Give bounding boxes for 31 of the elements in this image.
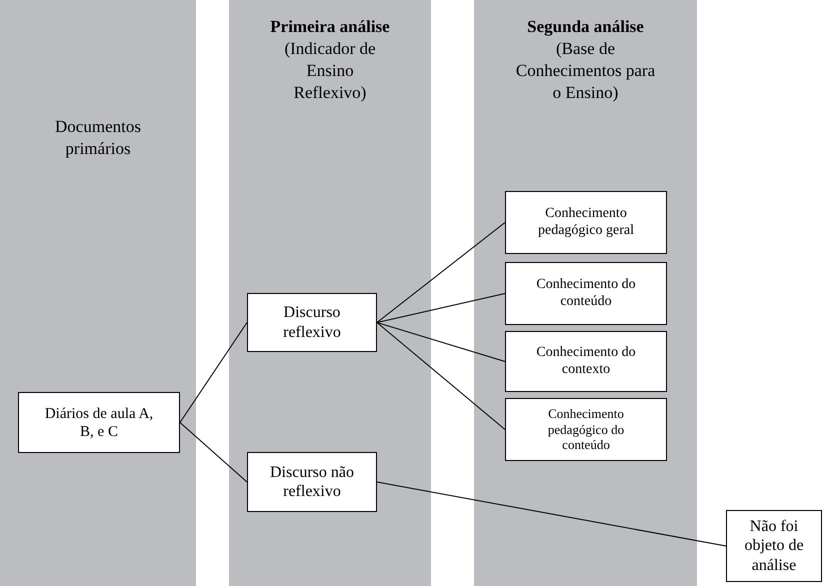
text-box — [505, 331, 667, 392]
text-box — [505, 262, 667, 325]
box-label: Não foi objeto de análise — [743, 517, 805, 575]
column-subheading: (Indicador de Ensino Reflexivo) — [283, 38, 377, 104]
column-band — [474, 0, 697, 586]
text-box — [726, 510, 822, 582]
text-box — [247, 452, 377, 512]
column-band — [0, 0, 196, 586]
column-band — [229, 0, 431, 586]
column-heading: Documentos primários — [54, 116, 142, 160]
box-label: Conhecimento do contexto — [535, 344, 637, 378]
connector-line — [376, 322, 506, 362]
text-box — [18, 392, 180, 453]
box-label: Conhecimento pedagógico geral — [536, 206, 635, 240]
column-heading: Primeira análise — [270, 16, 390, 38]
connector-line — [376, 293, 506, 323]
connector-line — [180, 322, 248, 423]
box-label: Conhecimento pedagógico do conteúdo — [546, 406, 626, 453]
column-subheading: (Base de Conhecimentos para o Ensino) — [514, 38, 656, 104]
connector-line — [376, 222, 506, 323]
text-box — [505, 191, 667, 254]
box-label: Diários de aula A, B, e C — [44, 404, 154, 440]
connector-line — [180, 422, 248, 482]
text-box — [247, 293, 377, 352]
connector-line — [376, 482, 726, 546]
connector-line — [376, 322, 506, 430]
box-label: Conhecimento do conteúdo — [535, 276, 637, 310]
box-label: Discurso não reflexivo — [269, 462, 355, 502]
column-heading: Segunda análise — [527, 16, 644, 38]
box-label: Discurso reflexivo — [282, 303, 342, 342]
text-box — [505, 398, 667, 461]
